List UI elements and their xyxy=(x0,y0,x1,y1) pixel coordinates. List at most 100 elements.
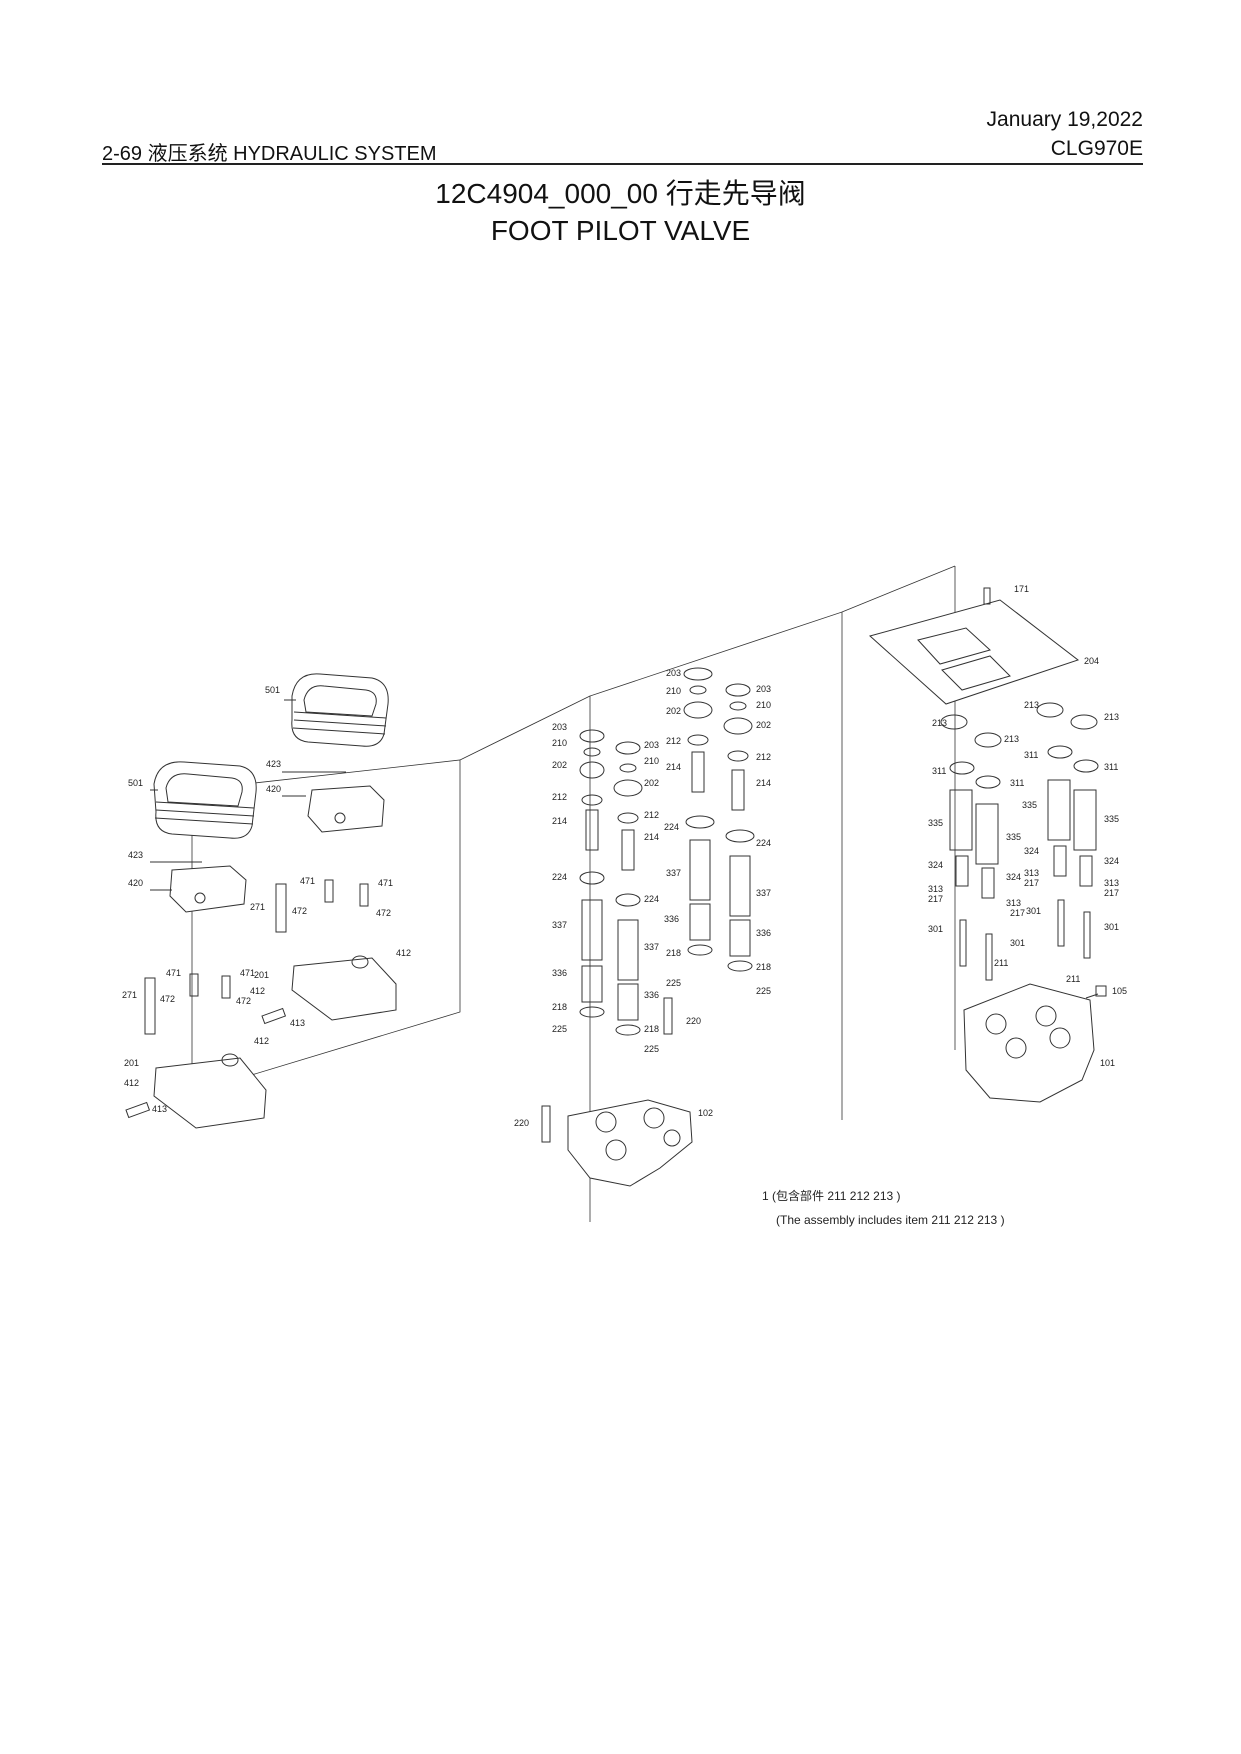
part-label: 224 xyxy=(664,822,679,832)
part-label: 225 xyxy=(666,978,681,988)
part-label: 213 xyxy=(932,718,947,728)
part-label: 218 xyxy=(666,948,681,958)
part-label: 501 xyxy=(265,685,280,695)
part-label: 335 xyxy=(928,818,943,828)
part-label: 203 xyxy=(552,722,567,732)
part-label: 412 xyxy=(124,1078,139,1088)
middle-column-center xyxy=(613,741,643,1036)
part-label: 301 xyxy=(1026,906,1041,916)
body-101 xyxy=(963,983,1095,1103)
part-label: 335 xyxy=(1006,832,1021,842)
part-label: 225 xyxy=(756,986,771,996)
base-201-upper xyxy=(291,957,397,1021)
part-label: 202 xyxy=(552,760,567,770)
plate-204 xyxy=(868,599,1080,705)
part-label: 313 xyxy=(1104,878,1119,888)
part-label: 413 xyxy=(290,1018,305,1028)
part-label: 203 xyxy=(666,668,681,678)
part-label: 336 xyxy=(644,990,659,1000)
part-label: 101 xyxy=(1100,1058,1115,1068)
part-label: 301 xyxy=(928,924,943,934)
page-section: 2-69 液压系统 HYDRAULIC SYSTEM xyxy=(102,143,437,165)
part-label: 336 xyxy=(664,914,679,924)
header-rule xyxy=(102,163,1143,165)
part-label: 203 xyxy=(644,740,659,750)
diagram-title-en: FOOT PILOT VALVE xyxy=(490,215,751,246)
base-201-lower xyxy=(153,1057,267,1129)
part-label: 218 xyxy=(552,1002,567,1012)
part-label: 204 xyxy=(1084,656,1099,666)
part-label: 210 xyxy=(552,738,567,748)
part-label: 311 xyxy=(932,766,946,776)
part-label: 224 xyxy=(756,838,771,848)
part-label: 412 xyxy=(250,986,265,996)
part-label: 218 xyxy=(644,1024,659,1034)
part-label: 423 xyxy=(128,850,143,860)
part-label: 213 xyxy=(1004,734,1019,744)
part-label: 224 xyxy=(552,872,567,882)
middle-column-left xyxy=(579,729,605,1018)
part-label: 201 xyxy=(254,970,269,980)
part-label: 201 xyxy=(124,1058,139,1068)
part-label: 335 xyxy=(1104,814,1119,824)
part-label: 324 xyxy=(1104,856,1119,866)
part-label: 337 xyxy=(666,868,681,878)
part-label: 217 xyxy=(1024,878,1039,888)
part-label: 472 xyxy=(292,906,307,916)
part-label: 471 xyxy=(166,968,181,978)
part-label: 212 xyxy=(756,752,771,762)
part-label: 202 xyxy=(756,720,771,730)
part-label: 220 xyxy=(686,1016,701,1026)
part-label: 337 xyxy=(552,920,567,930)
model-code: CLG970E xyxy=(1050,137,1143,160)
part-label: 203 xyxy=(756,684,771,694)
part-label: 220 xyxy=(514,1118,529,1128)
part-label: 324 xyxy=(928,860,943,870)
date: January 19,2022 xyxy=(986,108,1143,131)
part-label: 337 xyxy=(756,888,771,898)
part-label: 301 xyxy=(1010,938,1025,948)
part-label: 212 xyxy=(644,810,659,820)
part-label: 501 xyxy=(128,778,143,788)
part-label: 412 xyxy=(396,948,411,958)
part-label: 471 xyxy=(378,878,393,888)
pedal-501-lower xyxy=(153,761,257,839)
part-label: 472 xyxy=(160,994,175,1004)
bolt-271-upper xyxy=(275,883,287,933)
part-labels: 501 501 423 420 423 420 471 471 271 472 … xyxy=(122,584,1127,1128)
part-label: 210 xyxy=(756,700,771,710)
part-label: 218 xyxy=(756,962,771,972)
part-label: 210 xyxy=(666,686,681,696)
part-label: 217 xyxy=(1010,908,1025,918)
part-label: 202 xyxy=(644,778,659,788)
part-label: 313 xyxy=(1024,868,1039,878)
diagram-title-code: 12C4904_000_00 行走先导阀 xyxy=(435,178,806,209)
part-label: 324 xyxy=(1024,846,1039,856)
part-label: 271 xyxy=(122,990,137,1000)
part-label: 171 xyxy=(1014,584,1029,594)
part-label: 336 xyxy=(756,928,771,938)
part-label: 471 xyxy=(240,968,255,978)
block-102 xyxy=(567,1099,693,1187)
part-label: 213 xyxy=(1024,700,1039,710)
bracket-420-lower xyxy=(169,865,247,913)
bracket-420-upper xyxy=(307,785,385,833)
part-label: 313 xyxy=(1006,898,1021,908)
part-label: 420 xyxy=(128,878,143,888)
part-label: 212 xyxy=(552,792,567,802)
part-label: 217 xyxy=(928,894,943,904)
part-label: 336 xyxy=(552,968,567,978)
part-label: 311 xyxy=(1104,762,1118,772)
part-label: 311 xyxy=(1024,750,1038,760)
part-label: 311 xyxy=(1010,778,1024,788)
part-label: 335 xyxy=(1022,800,1037,810)
part-label: 214 xyxy=(644,832,659,842)
middle-column-right-b xyxy=(723,683,755,972)
part-label: 224 xyxy=(644,894,659,904)
part-label: 211 xyxy=(1066,974,1080,984)
part-label: 472 xyxy=(376,908,391,918)
part-label: 213 xyxy=(1104,712,1119,722)
part-label: 412 xyxy=(254,1036,269,1046)
part-label: 313 xyxy=(928,884,943,894)
part-label: 423 xyxy=(266,759,281,769)
